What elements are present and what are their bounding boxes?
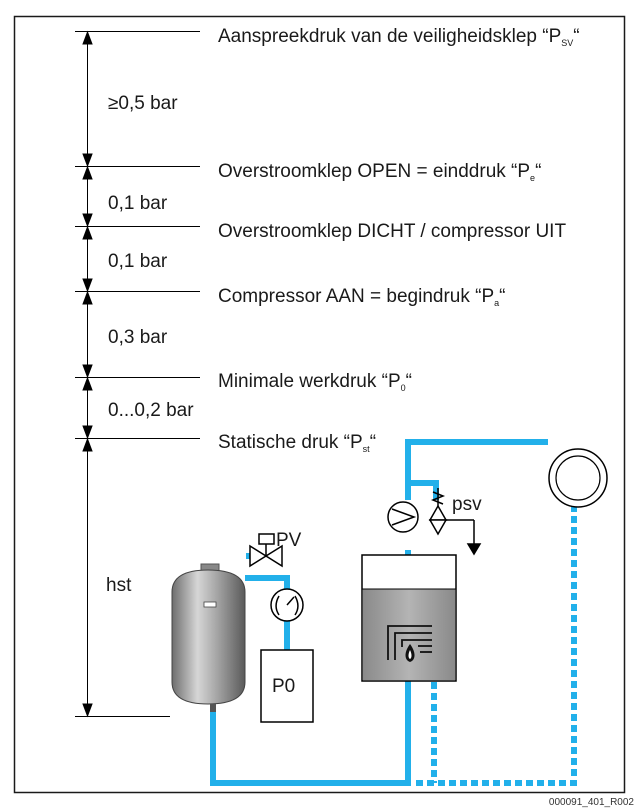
- arrow-head: [82, 290, 93, 305]
- interval-label: 0...0,2 bar: [108, 400, 194, 421]
- level-label-p0: Minimale werkdruk “P0“: [218, 371, 412, 393]
- pipe-psv-branch: [408, 480, 439, 500]
- reflex-logo-icon: [387, 625, 432, 662]
- consumer-icon: [548, 448, 608, 508]
- level-label-pe: Overstroomklep OPEN = einddruk “Pe“: [218, 161, 541, 183]
- arrow-head: [82, 153, 93, 168]
- pv-label: PV: [276, 530, 302, 551]
- arrow-head: [82, 165, 93, 180]
- level-lines: [75, 31, 200, 717]
- arrow-head: [82, 437, 93, 452]
- compressor-icon: [387, 501, 419, 533]
- pipe-supply: [405, 439, 548, 500]
- safety-valve-icon: [428, 488, 482, 556]
- level-label-pa: Compressor AAN = begindruk “Pa“: [218, 286, 506, 308]
- diagram-frame: [13, 15, 626, 794]
- hst-label: hst: [106, 575, 132, 596]
- dimension-line: [82, 30, 93, 718]
- expansion-vessel: [171, 563, 246, 712]
- arrow-head: [82, 213, 93, 228]
- arrow-head: [82, 425, 93, 440]
- interval-label: 0,1 bar: [108, 193, 168, 214]
- interval-label: 0,3 bar: [108, 327, 168, 348]
- arrow-head: [82, 225, 93, 240]
- psv-label: psv: [452, 494, 482, 515]
- reference-code: 000091_401_R002: [549, 797, 635, 808]
- p0-label: P0: [272, 676, 295, 697]
- pipe-return-dashed: [412, 505, 577, 786]
- level-label-pst: Statische druk “Pst“: [218, 432, 376, 454]
- arrow-head: [82, 278, 93, 293]
- pipes-dashed: [412, 505, 577, 786]
- pipe-vessel-top: [245, 575, 290, 650]
- control-unit: [361, 554, 457, 682]
- level-label-dicht: Overstroomklep DICHT / compressor UIT: [218, 221, 566, 242]
- pressure-gauge-icon: [270, 588, 304, 622]
- level-label-psv: Aanspreekdruk van de veiligheidsklep “PS…: [218, 26, 580, 48]
- interval-label: 0,1 bar: [108, 251, 168, 272]
- pressure-valve-icon: [249, 533, 283, 568]
- arrow-head: [82, 30, 93, 45]
- arrow-head: [82, 376, 93, 391]
- p0-box: [260, 649, 314, 723]
- interval-label: ≥0,5 bar: [108, 93, 178, 114]
- arrow-head: [82, 703, 93, 718]
- arrow-head: [82, 364, 93, 379]
